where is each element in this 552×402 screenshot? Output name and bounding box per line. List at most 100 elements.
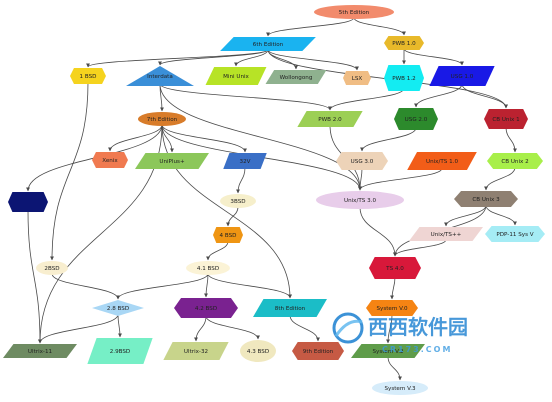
node-shape — [429, 66, 495, 86]
edge-5th_edition_top-to-pwb_1_0 — [353, 17, 406, 36]
edge-bsd_4_2-to-ultrix_32 — [194, 315, 207, 342]
node-usg-2-0: USG 2.0 — [394, 108, 438, 130]
node-shape — [454, 191, 518, 207]
node-shape — [372, 381, 428, 395]
edge-bsd_3-to-bsd_4 — [226, 206, 239, 227]
node-label: CB Unix 3 — [472, 197, 500, 203]
edge-cb_unix_2-to-cb_unix_3 — [484, 167, 516, 191]
node-label: 4 BSD — [220, 233, 237, 239]
node-bsd-3: 3BSD — [220, 194, 256, 208]
node-system-v-0: System V.0 — [366, 300, 418, 316]
node-label: System V.2 — [372, 349, 403, 355]
node-label: 8th Edition — [275, 306, 306, 312]
node-label: 2BSD — [44, 266, 59, 272]
node-pwb-1-2: PWB 1.2 — [384, 65, 424, 91]
node-label: 4.1 BSD — [197, 266, 219, 272]
node-shape — [484, 109, 528, 129]
node-shape — [138, 112, 186, 126]
node-shape — [213, 227, 243, 243]
node-shape — [407, 152, 477, 170]
edge-edition_8-to-edition_9 — [289, 315, 320, 342]
node-shape — [163, 342, 229, 360]
node-6th-edition: 6th Edition — [220, 37, 316, 51]
edge-bsd_4-to-bsd_4_1 — [206, 241, 229, 261]
edge-5th_edition_top-to-6th_edition — [266, 17, 355, 37]
edge-6th_edition-to-wollongong — [267, 49, 298, 70]
node-label: TS 4.0 — [385, 266, 404, 272]
node-ultrix-32: Ultrix-32 — [163, 342, 229, 360]
edge-ts_4_0-to-system_v_0 — [390, 276, 396, 300]
edge-v32-to-bsd_3 — [236, 167, 246, 194]
node-shape — [92, 152, 128, 168]
node-v32: 32V — [223, 153, 267, 169]
node-shape — [297, 111, 363, 127]
node-system-v-3: System V.3 — [372, 381, 428, 395]
node-label: 4.3 BSD — [247, 349, 269, 355]
node-shape — [8, 192, 48, 212]
node-xenix: Xenix — [92, 152, 128, 168]
edge-bsd_2_8-to-ultrix_11 — [38, 314, 119, 344]
node-shape — [314, 5, 394, 19]
edge-6th_edition-to-lsx — [267, 49, 359, 71]
node-cb-unix-3: CB Unix 3 — [454, 191, 518, 207]
node-ts-4-0: TS 4.0 — [369, 257, 421, 279]
node-label: Unix/TS 3.0 — [344, 198, 376, 204]
node-bsd-2-9: 2.9BSD — [87, 338, 153, 364]
node-unix-ts-1-0: Unix/TS 1.0 — [407, 152, 477, 170]
node-shape — [384, 65, 424, 91]
node-shape — [70, 68, 106, 84]
node-label: 32V — [240, 159, 251, 165]
node-label: USG 3.0 — [351, 159, 374, 165]
node-label: CB Unix 2 — [501, 159, 528, 165]
node-shape — [384, 36, 424, 50]
node-cb-unix-2: CB Unix 2 — [487, 153, 543, 169]
node-shape — [292, 342, 344, 360]
node-label: 4.2 BSD — [195, 306, 217, 312]
node-bsd-4: 4 BSD — [213, 227, 243, 243]
node-pwb-2-0: PWB 2.0 — [297, 111, 363, 127]
node-5th-edition-top: 5th Edition — [314, 5, 394, 19]
edge-unix_ts_1_0-to-unix_ts_3_0 — [358, 168, 443, 191]
node-shape — [186, 261, 230, 275]
edges-layer — [26, 17, 517, 381]
node-pdp11-sys-v: PDP-11 Sys V — [485, 226, 545, 242]
edge-usg_3_0-to-unix_ts_3_0 — [358, 168, 363, 191]
node-shape — [265, 70, 327, 84]
node-label: Wollongong — [280, 75, 313, 81]
node-shape — [220, 194, 256, 208]
node-label: 9th Edition — [303, 349, 334, 355]
edge-edition_7-to-xenix — [108, 124, 163, 152]
node-label: UniPlus+ — [159, 159, 185, 165]
node-interdata: Interdata — [126, 66, 194, 86]
node-unix-ts-pp: Unix/TS++ — [409, 227, 483, 241]
edge-pwb_1_0-to-usg_1_0 — [403, 48, 464, 66]
edge-cb_unix_3-to-pdp11_sys_v — [485, 205, 517, 226]
edge-navy_node-to-ultrix_11 — [27, 209, 42, 344]
node-usg-1-0: USG 1.0 — [429, 66, 495, 86]
node-shape — [205, 67, 267, 85]
edge-edition_7-to-v32 — [161, 124, 247, 153]
node-shape — [409, 227, 483, 241]
node-shape — [487, 153, 543, 169]
node-label: USG 1.0 — [451, 74, 474, 80]
edge-usg_1_0-to-usg_2_0 — [414, 83, 463, 108]
node-shape — [336, 152, 388, 170]
node-label: 5th Edition — [339, 10, 370, 16]
node-label: PWB 1.0 — [392, 41, 416, 47]
node-label: 6th Edition — [253, 42, 284, 48]
watermark-domain: CR173.COM — [382, 345, 452, 354]
edge-usg_2_0-to-usg_3_0 — [360, 127, 417, 152]
edge-6th_edition-to-bsd_1 — [86, 49, 269, 68]
node-bsd-4-3: 4.3 BSD — [240, 340, 276, 362]
watermark-logo-icon — [332, 312, 364, 344]
node-label: USG 2.0 — [405, 117, 428, 123]
node-label: LSX — [352, 76, 363, 82]
node-label: Ultrix-11 — [28, 349, 53, 355]
node-wollongong: Wollongong — [265, 70, 327, 84]
edge-bsd_4_2-to-bsd_4_3 — [205, 315, 260, 340]
node-shape — [369, 257, 421, 279]
node-shape — [36, 261, 68, 275]
edge-cb_unix_3-to-unix_ts_pp — [444, 205, 487, 227]
node-unix-ts-3-0: Unix/TS 3.0 — [316, 191, 404, 209]
